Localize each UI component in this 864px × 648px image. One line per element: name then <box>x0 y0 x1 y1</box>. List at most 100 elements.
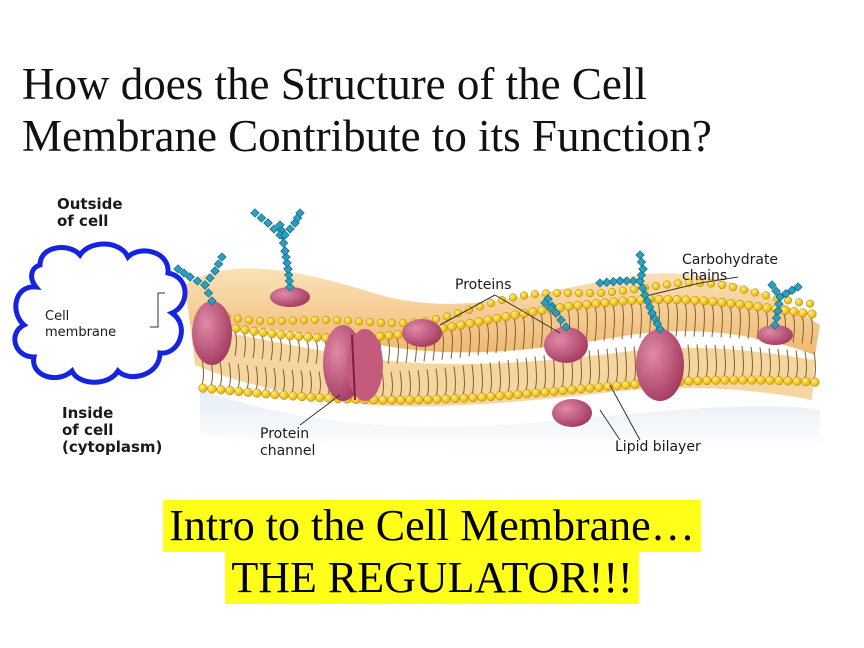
title-line-1: How does the Structure of the Cell <box>22 59 647 109</box>
lipid-tail <box>306 340 310 364</box>
lipid-head <box>267 329 277 339</box>
lipid-head <box>693 376 703 386</box>
lipid-head <box>387 319 397 328</box>
lipid-head <box>255 316 265 325</box>
lipid-tail <box>417 370 421 396</box>
sugar-unit <box>281 252 291 262</box>
lipid-tail <box>444 367 448 396</box>
lipid-tail <box>426 369 430 396</box>
lipid-tail <box>615 347 619 382</box>
lipid-head <box>233 314 243 323</box>
lipid-head <box>783 296 793 305</box>
lipid-tail <box>495 322 499 354</box>
cell-membrane-diagram: Outside of cell Cell membrane Inside of … <box>12 195 820 459</box>
lipid-head <box>801 377 811 387</box>
lipid-head <box>585 289 595 298</box>
lipid-head <box>365 318 375 327</box>
lipid-tail <box>264 367 268 391</box>
lipid-tail <box>729 307 733 338</box>
protein-3 <box>402 319 442 347</box>
lipid-head <box>266 317 276 326</box>
cell-membrane-pointer <box>150 292 165 328</box>
lipid-head <box>456 320 466 330</box>
label-outside-line-2: of cell <box>57 212 108 230</box>
lipid-tail <box>594 307 598 342</box>
lipid-tail <box>504 320 508 352</box>
cell-cloud-outline <box>12 241 188 385</box>
channel-gap <box>351 334 356 401</box>
lipid-tail <box>237 363 241 388</box>
lipid-tail <box>486 323 490 355</box>
lipid-head <box>447 322 457 332</box>
lipid-heads-bottom <box>198 375 820 405</box>
lipid-head <box>574 289 584 298</box>
sugar-unit <box>636 257 647 267</box>
lipid-head <box>519 291 529 300</box>
sugar-unit <box>615 276 625 286</box>
lipid-head <box>662 280 672 289</box>
lipid-tail <box>282 368 286 392</box>
lipid-head <box>789 307 799 317</box>
lipid-head <box>555 303 565 313</box>
protein-channel-right <box>347 329 383 401</box>
lipid-head <box>486 391 496 402</box>
sugar-unit <box>217 252 227 262</box>
lipid-head <box>354 317 364 326</box>
lipid-head <box>501 312 511 322</box>
lipid-head <box>414 395 424 405</box>
lipid-tail <box>747 309 751 339</box>
lipid-tail <box>777 348 781 377</box>
lipid-head <box>450 394 460 404</box>
lipid-tail <box>804 351 808 378</box>
lipid-head <box>225 386 235 396</box>
lipid-head <box>321 315 331 324</box>
lipid-head <box>663 294 673 305</box>
lipid-head <box>537 305 547 315</box>
lipid-tail <box>741 346 745 377</box>
lipid-head <box>483 315 493 325</box>
protein-5 <box>552 399 592 427</box>
lipid-head <box>396 395 406 405</box>
lipid-head <box>672 295 682 305</box>
lipid-head <box>198 383 208 393</box>
lipid-tail <box>813 352 817 379</box>
lipid-head <box>738 375 748 385</box>
lipid-head <box>607 288 617 297</box>
sugar-unit <box>637 283 648 293</box>
lipid-tail <box>792 315 796 343</box>
lipid-head <box>576 384 586 394</box>
lipid-tail <box>516 358 520 391</box>
lipid-tail <box>507 359 511 392</box>
lipid-head <box>750 288 760 297</box>
membrane-proteins <box>192 287 793 427</box>
sugar-unit <box>283 264 293 274</box>
sugar-unit <box>551 308 561 318</box>
lipid-head <box>528 307 538 317</box>
lipid-head <box>573 300 583 310</box>
lipid-head <box>609 297 619 307</box>
sugar-unit <box>774 299 784 309</box>
lipid-tail <box>399 371 403 397</box>
lipid-tail <box>315 341 319 364</box>
label-carbohydrate-line-2: chains <box>682 268 727 284</box>
slide-subtitle: Intro to the Cell Membrane… THE REGULATO… <box>0 500 864 604</box>
lipid-head <box>591 299 601 309</box>
lipid-head <box>792 376 802 386</box>
sugar-unit <box>200 280 210 290</box>
lipid-tail <box>387 339 391 364</box>
lipid-head <box>324 393 334 403</box>
lipid-tail <box>489 362 493 393</box>
lipid-head <box>431 315 441 324</box>
sugar-unit <box>284 276 295 286</box>
protein-1 <box>192 301 232 365</box>
lipid-head <box>306 392 316 402</box>
lipid-head <box>240 325 250 335</box>
lipid-head <box>762 303 772 313</box>
leader-lines <box>299 276 739 441</box>
lipid-head <box>708 297 718 307</box>
sugar-unit <box>793 282 803 292</box>
label-proteins: Proteins <box>455 277 511 293</box>
membrane-shadow <box>200 390 820 452</box>
sugar-unit <box>767 280 777 290</box>
sugar-unit <box>540 298 550 308</box>
